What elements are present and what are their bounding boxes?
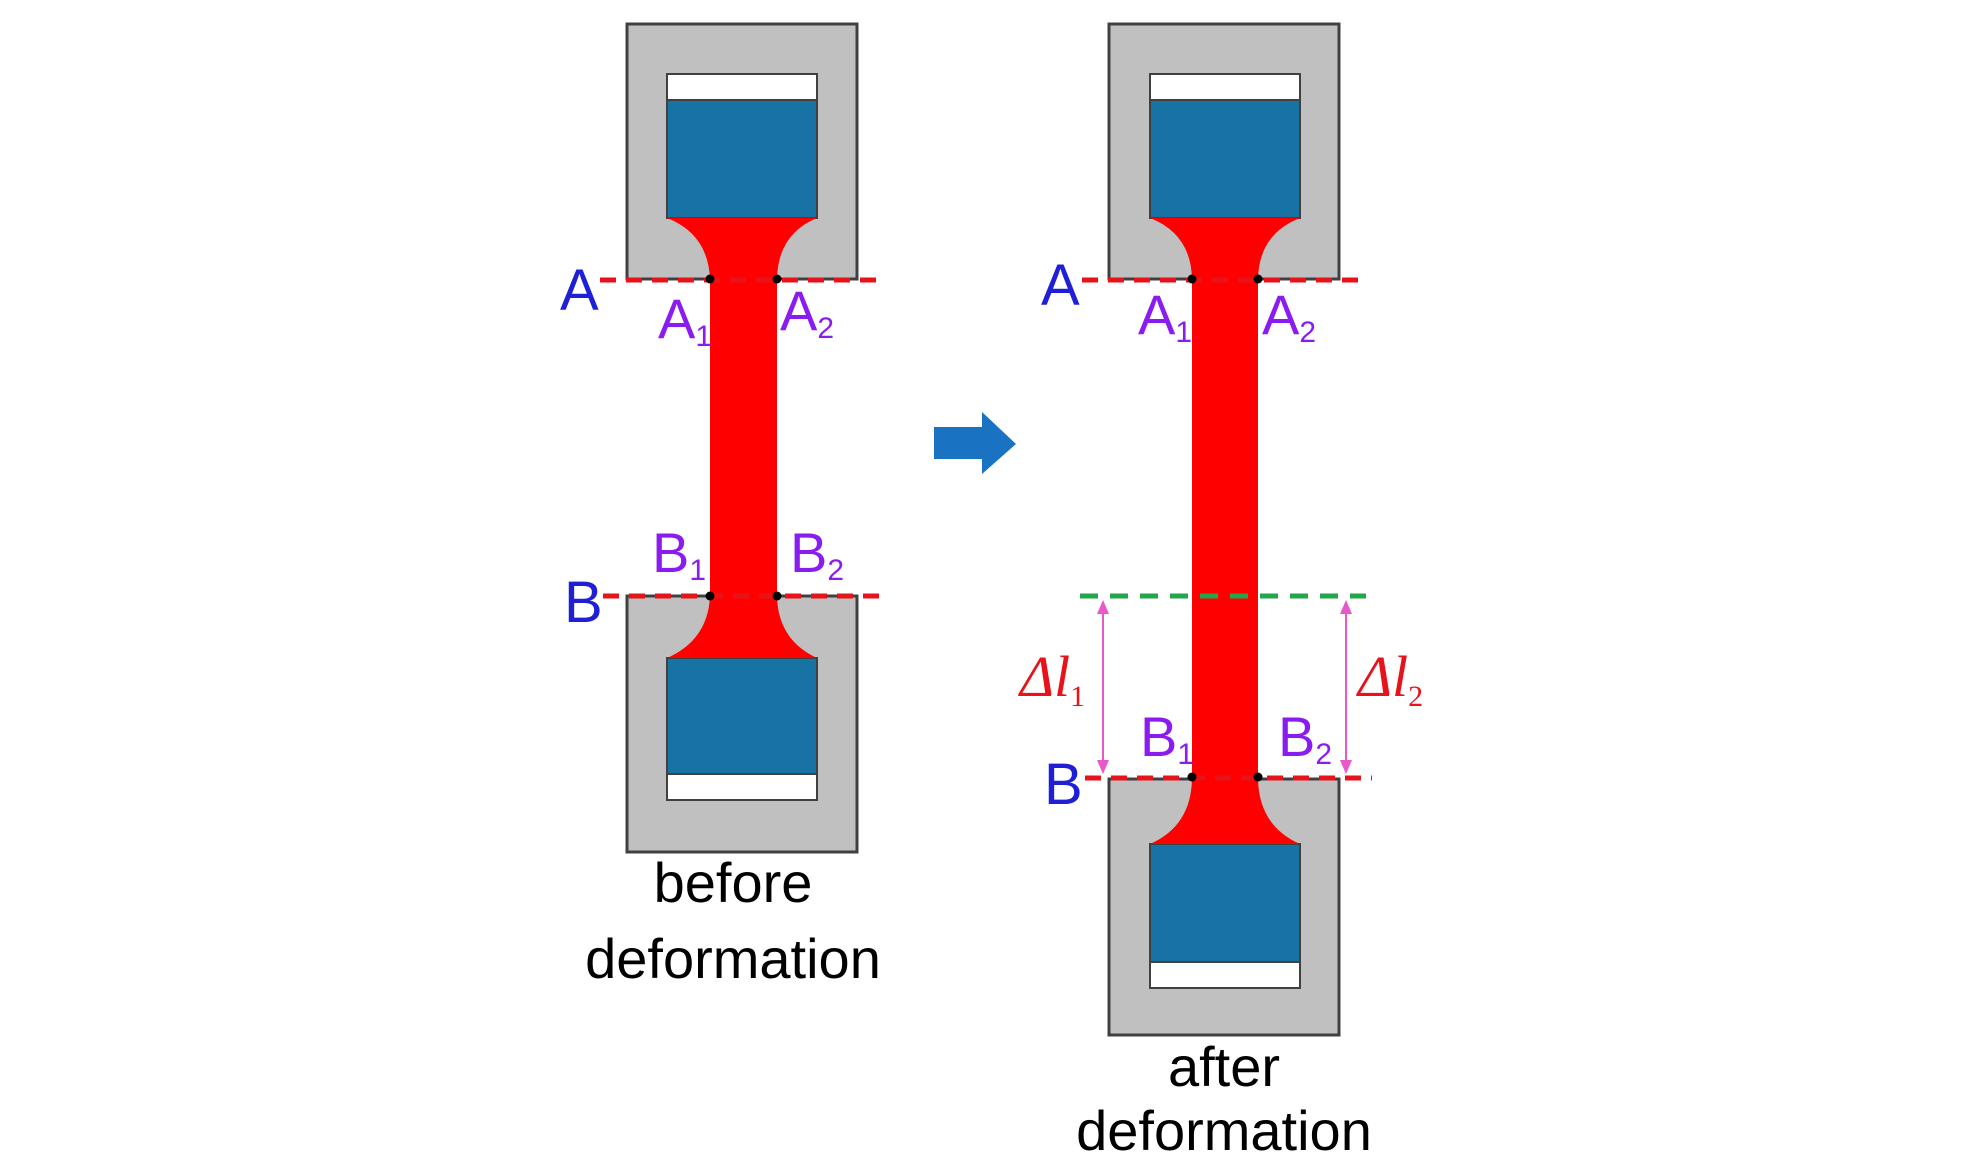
after-point-A1 — [1187, 274, 1197, 284]
before-label-B1: B1 — [652, 521, 706, 587]
after-point-A2 — [1253, 274, 1263, 284]
before-caption-line1: before — [654, 851, 813, 914]
after-point-B2 — [1253, 772, 1263, 782]
after-label-B1: B1 — [1140, 705, 1194, 771]
before-panel: A B A1 A2 B1 B2 before deformation — [560, 22, 885, 990]
before-bottom-grip — [625, 594, 859, 854]
before-label-B2: B2 — [790, 521, 844, 587]
right-arrow-icon — [934, 412, 1016, 474]
before-label-A2: A2 — [780, 279, 834, 345]
after-specimen — [1150, 218, 1300, 844]
before-top-grip — [625, 22, 859, 281]
after-label-delta-l2: Δl2 — [1356, 644, 1423, 713]
after-caption-line1: after — [1168, 1035, 1280, 1098]
after-caption-line2: deformation — [1076, 1099, 1372, 1157]
after-point-B1 — [1187, 772, 1197, 782]
before-point-B1 — [705, 591, 715, 601]
before-caption-line2: deformation — [585, 927, 881, 990]
before-specimen — [667, 218, 817, 658]
before-point-B2 — [772, 591, 782, 601]
before-label-A1: A1 — [658, 287, 712, 353]
after-label-B: B — [1044, 752, 1083, 817]
after-label-delta-l1: Δl1 — [1018, 644, 1085, 713]
after-label-A1: A1 — [1138, 283, 1192, 349]
before-point-A1 — [705, 274, 715, 284]
before-point-A2 — [772, 274, 782, 284]
after-panel: A B A1 A2 B1 B2 Δl1 Δl2 after deformatio… — [1018, 22, 1423, 1157]
after-label-A2: A2 — [1262, 283, 1316, 349]
before-label-B: B — [564, 570, 603, 635]
after-label-B2: B2 — [1278, 705, 1332, 771]
delta-l1-dimension — [1097, 600, 1109, 774]
after-label-A: A — [1041, 253, 1080, 318]
before-label-A: A — [560, 258, 599, 323]
delta-l2-dimension — [1340, 600, 1352, 774]
